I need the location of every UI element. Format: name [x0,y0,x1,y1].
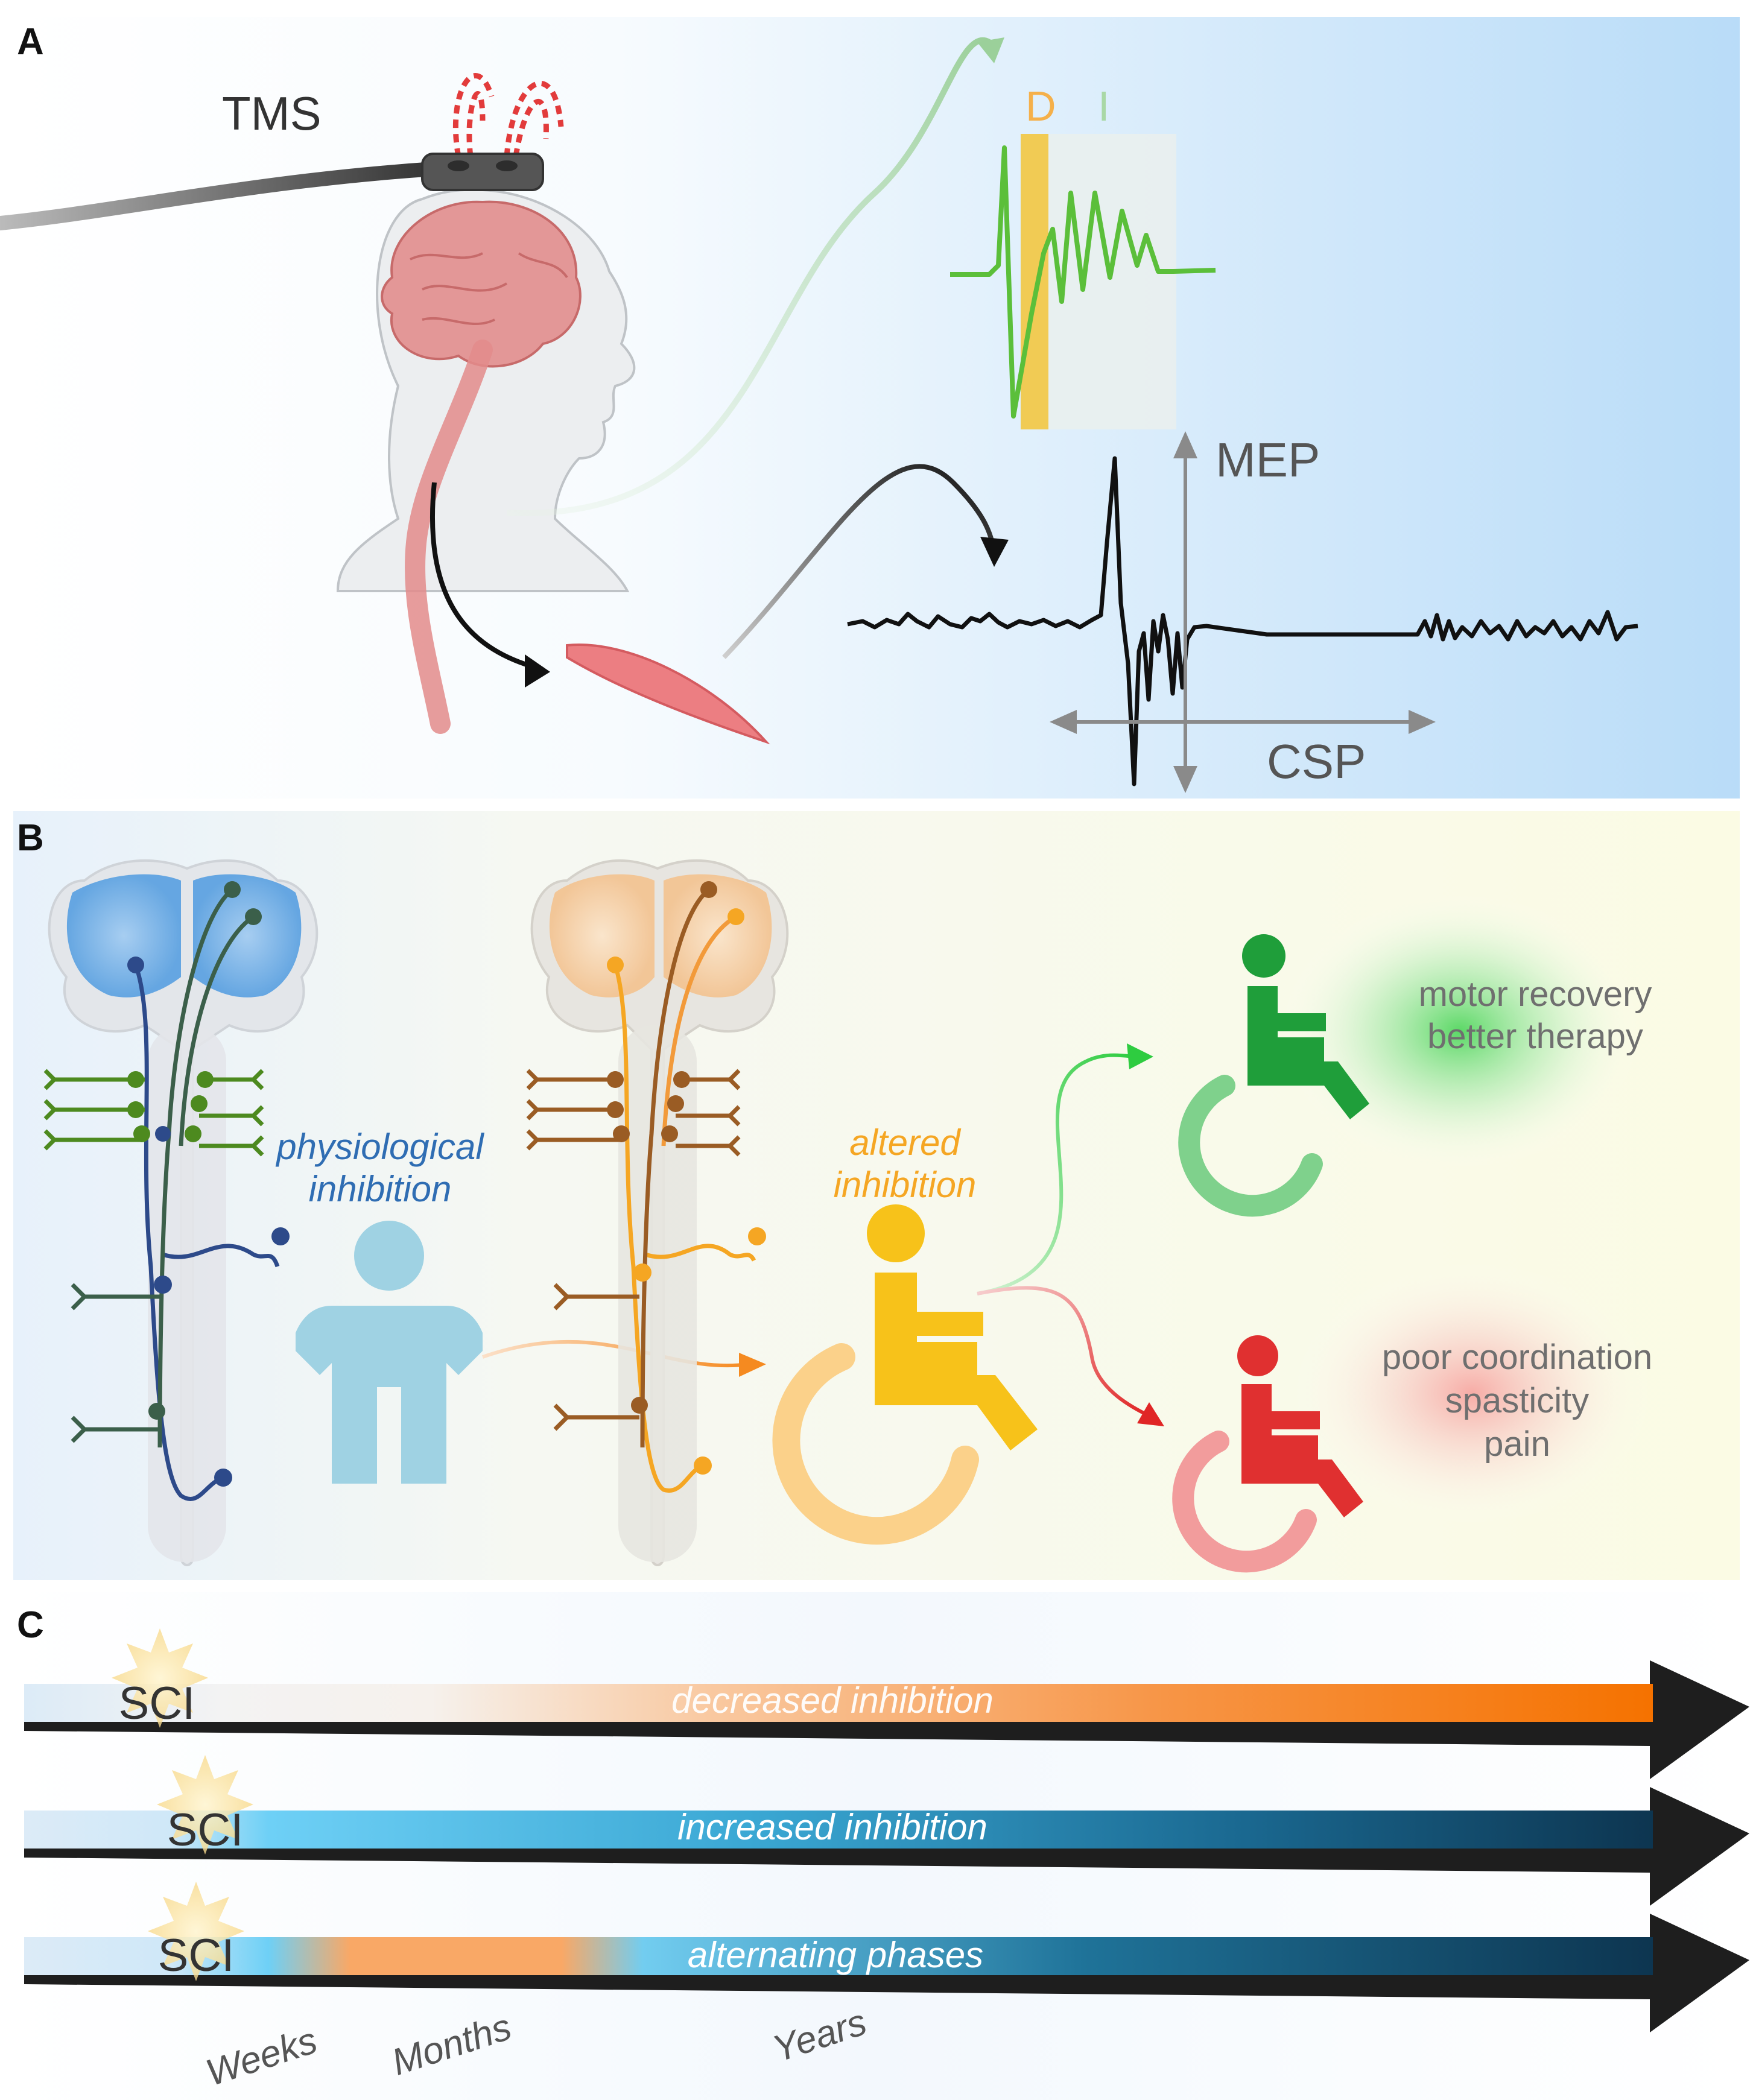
good-outcome-line1: motor recovery [1419,975,1652,1014]
good-outcome-line2: better therapy [1427,1017,1643,1056]
mep-label: MEP [1216,433,1320,487]
csp-label: CSP [1267,735,1366,788]
timeline-label: increased inhibition [677,1807,987,1847]
d-wave-window [1021,134,1048,429]
recovery-glow [1279,893,1641,1170]
standing-person-icon [296,1221,483,1484]
sci-marker: SCI [119,1678,195,1729]
emg-pointer-arrow [722,464,995,659]
panel-b-letter: B [17,817,44,859]
i-wave-label: I [1098,83,1109,130]
corticospinal-tract [405,340,493,734]
timeline-bar [24,1811,1653,1849]
injury-burst-icon [157,1755,253,1855]
healthy-neuroaxis-illustration [43,859,319,1566]
panel-b: B [13,811,1740,1580]
physiological-label-line1: physiological [275,1127,484,1167]
impairment-glow [1291,1260,1653,1526]
descending-arrow [430,482,544,672]
altered-label-line2: inhibition [834,1165,977,1205]
muscle-illustration [566,644,770,745]
d-wave-label: D [1025,83,1056,130]
injury-transition-arrow-head [739,1353,766,1377]
timeline-label: alternating phases [688,1935,983,1975]
i-wave-window [1025,134,1176,429]
emg-trace [847,456,1638,786]
positive-outcome-arrow-head [1127,1043,1153,1069]
negative-outcome-arrow [977,1286,1147,1416]
timeline-bar [24,1684,1653,1722]
bad-outcome-line3: pain [1484,1425,1550,1464]
wave-pointer-arrow-head [977,37,1004,63]
altered-label-line1: altered [849,1122,961,1163]
bad-outcome-line1: poor coordination [1382,1338,1652,1377]
timeline-decreased: SCI decreased inhibition [24,1628,1749,1779]
injury-burst-icon [112,1628,208,1728]
wave-pointer-arrow [506,37,991,516]
bad-outcome-line2: spasticity [1445,1381,1590,1420]
timeline-increased: SCI increased inhibition [24,1755,1749,1906]
mep-di-waveform [950,145,1216,419]
injury-burst-icon [148,1882,244,1981]
panel-a: A TMS [0,17,1740,799]
timeline-bar [24,1937,1653,1975]
timeline-label: decreased inhibition [671,1680,994,1721]
sci-marker: SCI [167,1804,244,1856]
csp-duration-arrow [1050,710,1436,734]
physiological-label-line2: inhibition [309,1169,452,1209]
brain-illustration [381,200,582,368]
impaired-wheelchair-user-icon [1172,1335,1363,1573]
descending-arrow-head [525,654,550,688]
panel-a-letter: A [17,21,44,63]
tms-coil-icon [421,153,544,191]
wheelchair-user-icon [772,1204,1038,1545]
panel-c-letter: C [17,1604,44,1646]
negative-outcome-arrow-head [1137,1402,1164,1426]
sci-marker: SCI [158,1930,235,1981]
emg-pointer-arrow-head [980,537,1009,567]
injured-neuroaxis-illustration [526,859,789,1566]
timeline-alternating: SCI alternating phases [24,1882,1749,2032]
brain-gyri [410,252,568,326]
recovering-wheelchair-user-icon [1178,934,1369,1217]
tms-cable [0,162,442,230]
tms-label: TMS [222,87,322,140]
di-wave-inset: D I [950,83,1216,429]
positive-outcome-arrow [977,1053,1135,1295]
panel-c: C SCI decreased inhibition SCI increased… [13,1592,1749,2100]
panel-a-background [13,17,1740,799]
